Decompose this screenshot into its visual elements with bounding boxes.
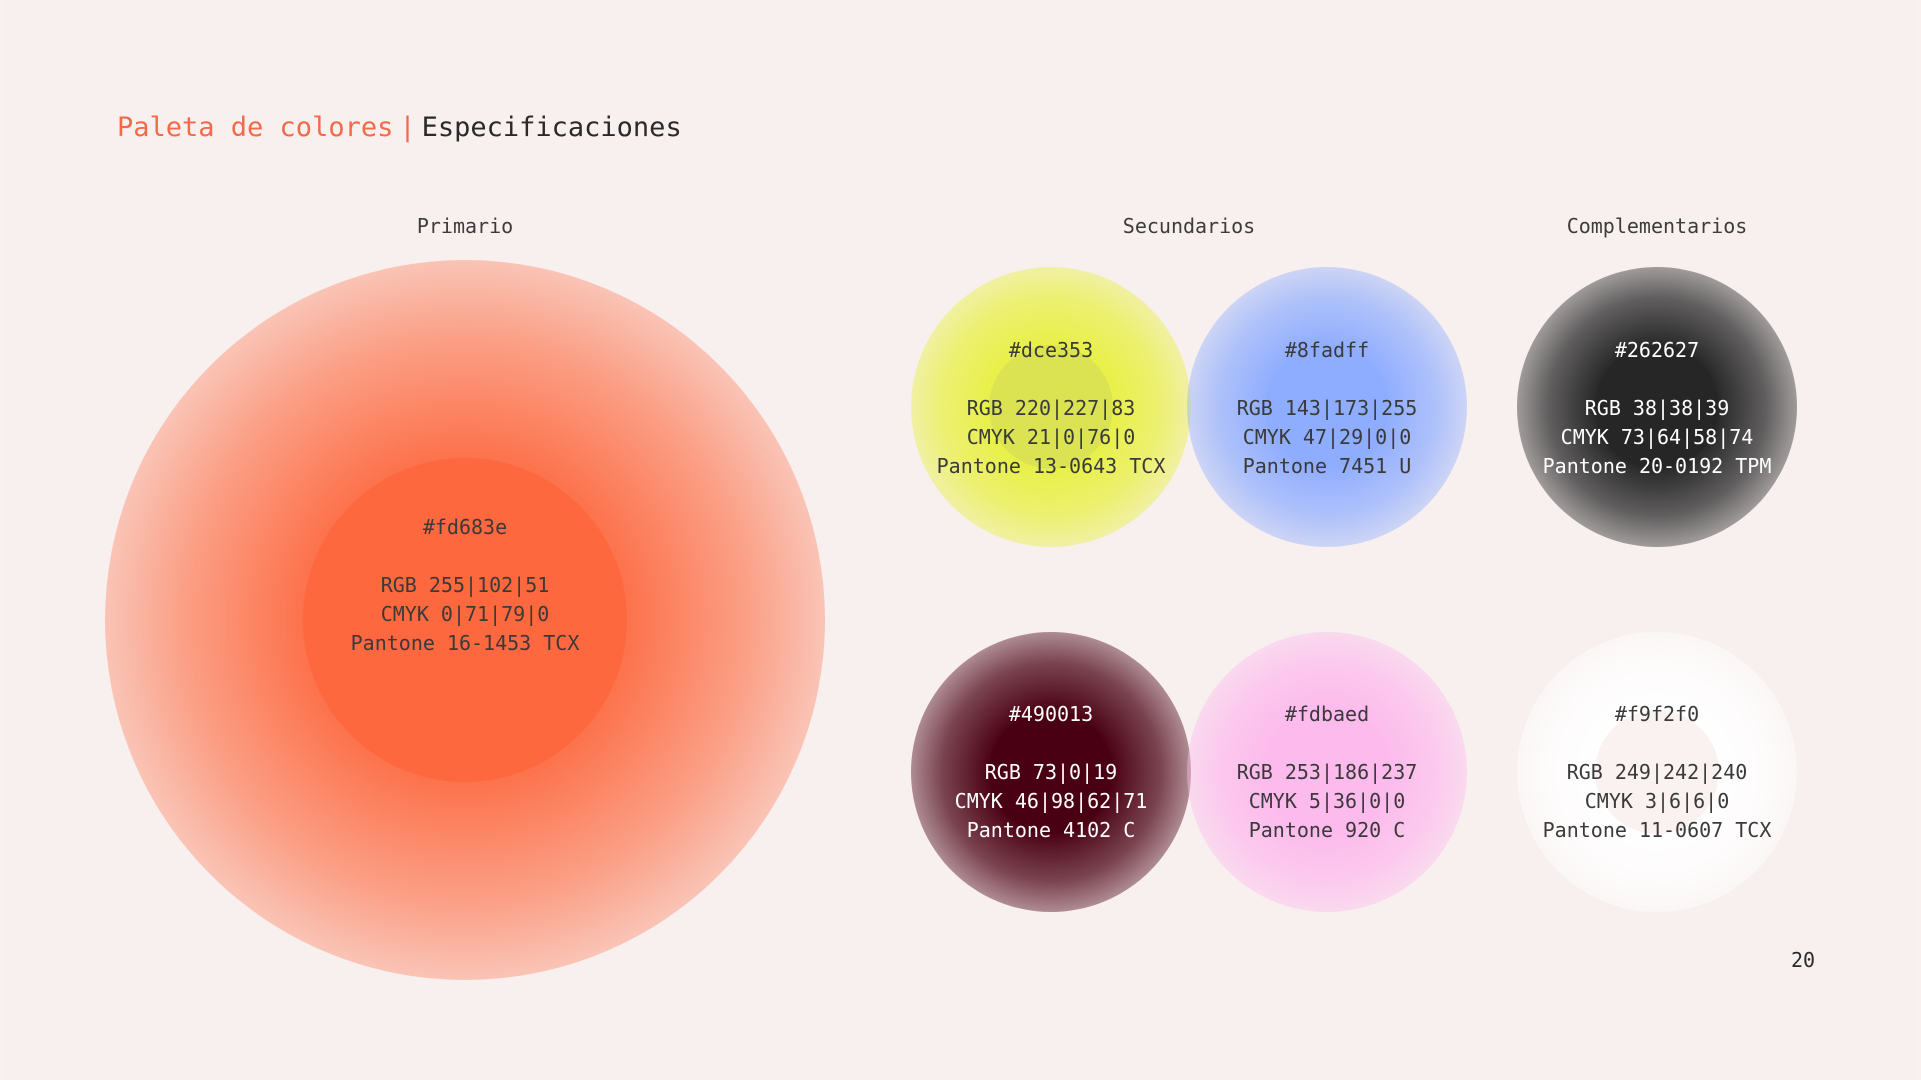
primary-color-info: #fd683e RGB 255|102|51 CMYK 0|71|79|0 Pa… (351, 513, 580, 658)
secondary-core-yellow (989, 345, 1113, 469)
complementary-rgb-light: RGB 249|242|240 (1566, 760, 1748, 784)
primary-rgb: RGB 255|102|51 (380, 573, 550, 597)
secondary-color-swatch-maroon (911, 632, 1191, 912)
secondary-cmyk-maroon: CMYK 46|98|62|71 (954, 789, 1148, 813)
secondary-pantone-blue: Pantone 7451 U (1242, 454, 1412, 478)
secondary-hex-yellow: #dce353 (1008, 338, 1094, 362)
secondary-hex-blue: #8fadff (1284, 338, 1370, 362)
complementary-cmyk-light: CMYK 3|6|6|0 (1584, 789, 1730, 813)
secondary-cmyk-pink: CMYK 5|36|0|0 (1248, 789, 1406, 813)
primary-pantone: Pantone 16-1453 TCX (350, 631, 580, 655)
secondary-color-info-yellow: #dce353 RGB 220|227|83 CMYK 21|0|76|0 Pa… (937, 336, 1166, 481)
secondary-pantone-maroon: Pantone 4102 C (966, 818, 1136, 842)
complementary-pantone-dark: Pantone 20-0192 TPM (1542, 454, 1772, 478)
secondary-pantone-yellow: Pantone 13-0643 TCX (936, 454, 1166, 478)
secondary-rgb-blue: RGB 143|173|255 (1236, 396, 1418, 420)
complementary-rgb-dark: RGB 38|38|39 (1584, 396, 1730, 420)
secondary-pantone-pink: Pantone 920 C (1248, 818, 1406, 842)
primary-color-core (303, 458, 627, 782)
title-rest: Especificaciones (421, 112, 682, 143)
complementary-core-dark (1595, 345, 1719, 469)
secondary-section-label: Secundarios (1122, 214, 1256, 238)
complementary-color-info-dark: #262627 RGB 38|38|39 CMYK 73|64|58|74 Pa… (1543, 336, 1772, 481)
secondary-hex-maroon: #490013 (1008, 702, 1094, 726)
complementary-hex-dark: #262627 (1614, 338, 1700, 362)
complementary-color-swatch-dark (1517, 267, 1797, 547)
secondary-cmyk-yellow: CMYK 21|0|76|0 (966, 425, 1136, 449)
complementary-hex-light: #f9f2f0 (1614, 702, 1700, 726)
primary-hex: #fd683e (422, 515, 508, 539)
secondary-rgb-maroon: RGB 73|0|19 (984, 760, 1118, 784)
title-accent: Paleta de colores (117, 112, 394, 143)
secondary-cmyk-blue: CMYK 47|29|0|0 (1242, 425, 1412, 449)
primary-section-label: Primario (416, 214, 514, 238)
secondary-color-info-blue: #8fadff RGB 143|173|255 CMYK 47|29|0|0 P… (1237, 336, 1418, 481)
secondary-rgb-yellow: RGB 220|227|83 (966, 396, 1136, 420)
secondary-rgb-pink: RGB 253|186|237 (1236, 760, 1418, 784)
secondary-core-maroon (989, 710, 1113, 834)
page-title: Paleta de colores|Especificaciones (117, 112, 682, 143)
secondary-hex-pink: #fdbaed (1284, 702, 1370, 726)
primary-color-swatch (105, 260, 825, 980)
secondary-color-info-maroon: #490013 RGB 73|0|19 CMYK 46|98|62|71 Pan… (955, 700, 1148, 845)
slide: Paleta de colores|Especificaciones Prima… (4, 2, 1916, 1078)
secondary-color-info-pink: #fdbaed RGB 253|186|237 CMYK 5|36|0|0 Pa… (1237, 700, 1418, 845)
secondary-core-pink (1265, 710, 1389, 834)
secondary-core-blue (1265, 345, 1389, 469)
complementary-section-label: Complementarios (1566, 214, 1748, 238)
complementary-pantone-light: Pantone 11-0607 TCX (1542, 818, 1772, 842)
secondary-color-swatch-pink (1187, 632, 1467, 912)
complementary-color-swatch-light (1517, 632, 1797, 912)
primary-cmyk: CMYK 0|71|79|0 (380, 602, 550, 626)
secondary-color-swatch-blue (1187, 267, 1467, 547)
secondary-color-swatch-yellow (911, 267, 1191, 547)
complementary-color-info-light: #f9f2f0 RGB 249|242|240 CMYK 3|6|6|0 Pan… (1543, 700, 1772, 845)
complementary-cmyk-dark: CMYK 73|64|58|74 (1560, 425, 1754, 449)
page-number: 20 (1791, 948, 1816, 972)
title-separator: | (399, 112, 416, 143)
complementary-core-light (1595, 710, 1719, 834)
